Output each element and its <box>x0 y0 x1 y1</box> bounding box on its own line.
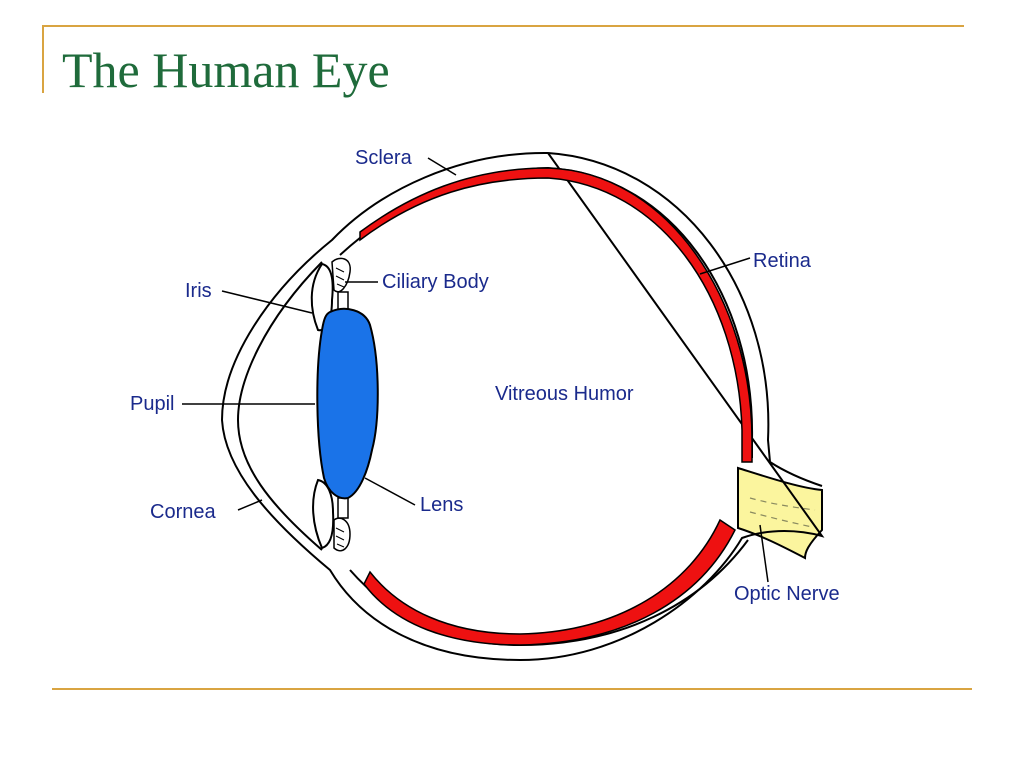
label-iris: Iris <box>185 280 212 302</box>
frame-bottom-line <box>52 688 972 690</box>
label-optic-nerve: Optic Nerve <box>734 583 840 605</box>
leader-lines <box>182 157 769 583</box>
cornea-inner-outline <box>236 261 323 551</box>
lens <box>316 307 379 500</box>
sclera-outer-outline <box>220 151 825 662</box>
retina <box>359 167 753 646</box>
label-ciliary-body: Ciliary Body <box>382 271 489 293</box>
frame-top-line <box>42 25 964 27</box>
label-retina: Retina <box>753 250 812 272</box>
ciliary-body <box>331 257 351 552</box>
slide-title: The Human Eye <box>62 42 390 98</box>
label-cornea: Cornea <box>150 501 216 523</box>
label-vitreous-humor: Vitreous Humor <box>495 383 634 405</box>
label-pupil: Pupil <box>130 393 174 415</box>
label-sclera: Sclera <box>355 147 413 169</box>
frame-left-line <box>42 25 44 93</box>
label-lens: Lens <box>420 494 463 516</box>
